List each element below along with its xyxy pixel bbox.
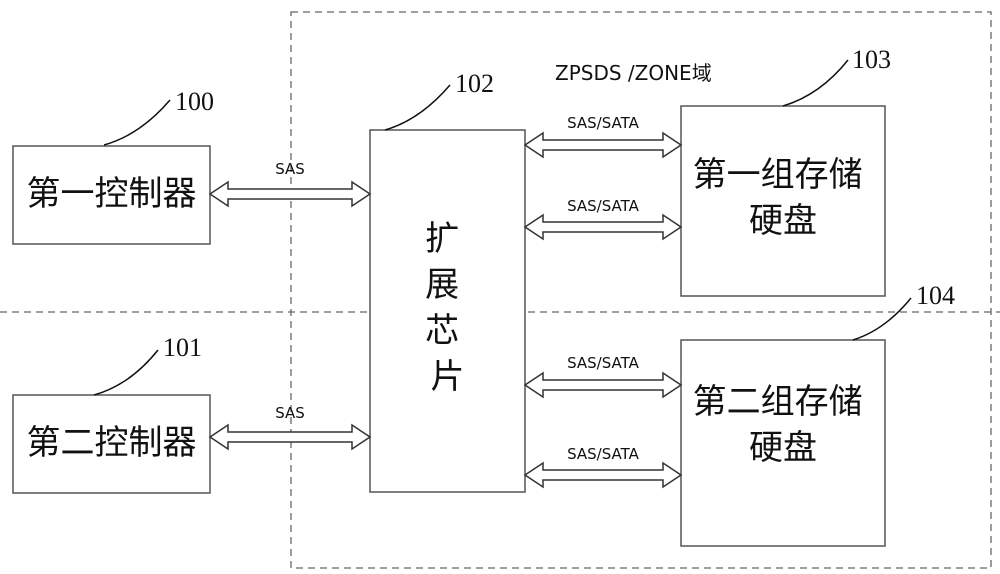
expander-char: 扩 bbox=[425, 219, 459, 259]
controller-1-label: 第一控制器 bbox=[27, 174, 197, 214]
disk-group-2-line: 硬盘 bbox=[749, 428, 817, 468]
sas-label-1: SAS bbox=[275, 160, 305, 178]
disk-group-1-label: 第一组存储 硬盘 bbox=[693, 155, 874, 241]
disk-group-1-line: 第一组存储 bbox=[693, 155, 863, 195]
expander-char: 芯 bbox=[425, 311, 459, 351]
expander-char: 片 bbox=[431, 357, 465, 397]
controller-2-label: 第二控制器 bbox=[27, 423, 197, 463]
zone-label: ZPSDS /ZONE域 bbox=[555, 61, 712, 85]
expander-char: 展 bbox=[425, 265, 459, 305]
leader-line-101 bbox=[93, 349, 159, 396]
controller-1-box bbox=[12, 145, 211, 245]
controller-2-box bbox=[12, 394, 211, 494]
ref-number-102: 102 bbox=[455, 69, 494, 98]
sas-arrow-controller-2 bbox=[208, 423, 372, 451]
expander-label: 扩 展 芯 片 bbox=[425, 219, 470, 397]
ref-number-100: 100 bbox=[175, 87, 214, 116]
disk-group-2-line: 第二组存储 bbox=[693, 382, 863, 422]
sas-sata-arrow-2 bbox=[523, 213, 683, 241]
zone-boundary bbox=[290, 11, 992, 569]
expander-box bbox=[369, 129, 526, 493]
ref-number-104: 104 bbox=[916, 281, 955, 310]
disk-group-2-label: 第二组存储 硬盘 bbox=[693, 382, 874, 468]
disk-group-2-box bbox=[680, 339, 886, 547]
leader-line-104 bbox=[852, 297, 912, 341]
sas-sata-arrow-1 bbox=[523, 131, 683, 159]
sas-sata-label-3: SAS/SATA bbox=[567, 354, 640, 372]
leader-line-103 bbox=[782, 59, 849, 107]
disk-group-1-line: 硬盘 bbox=[749, 201, 817, 241]
leader-line-102 bbox=[384, 84, 451, 131]
leader-line-100 bbox=[103, 99, 171, 146]
sas-sata-label-4: SAS/SATA bbox=[567, 445, 640, 463]
sas-sata-arrow-4 bbox=[523, 461, 683, 489]
sas-sata-label-2: SAS/SATA bbox=[567, 197, 640, 215]
sas-label-2: SAS bbox=[275, 404, 305, 422]
disk-group-1-box bbox=[680, 105, 886, 297]
sas-sata-label-1: SAS/SATA bbox=[567, 114, 640, 132]
sas-arrow-controller-1 bbox=[208, 180, 372, 208]
ref-number-103: 103 bbox=[852, 45, 891, 74]
ref-number-101: 101 bbox=[163, 333, 202, 362]
sas-sata-arrow-3 bbox=[523, 371, 683, 399]
